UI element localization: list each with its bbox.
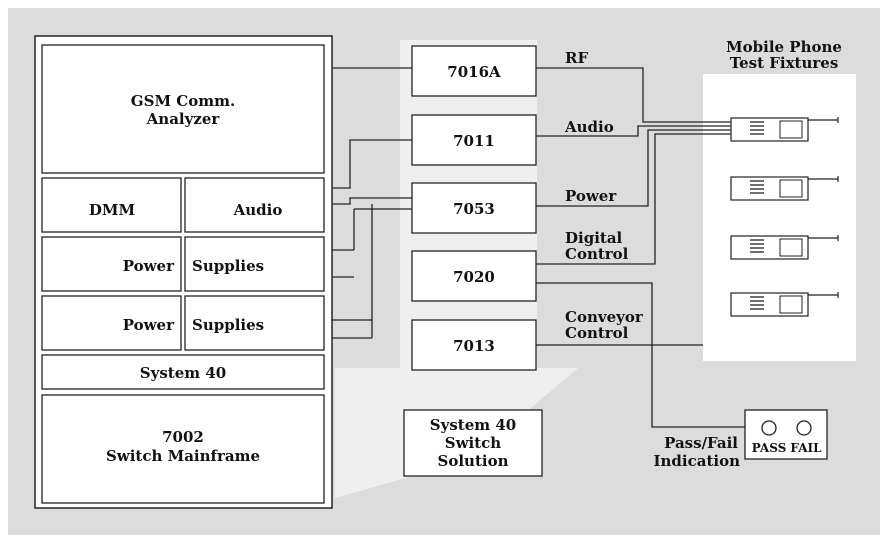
supplies-label-2: Supplies [192, 316, 264, 334]
card-7011-label: 7011 [453, 132, 495, 150]
power-label-1: Power [123, 257, 175, 275]
signal-digital-label-2: Control [565, 245, 629, 263]
power-box-1 [41, 236, 182, 292]
signal-conveyor-label-1: Conveyor [565, 308, 644, 326]
pass-fail-indicator: PASS FAIL Pass/Fail Indication [654, 409, 828, 470]
phone-2 [730, 176, 839, 201]
card-7020-label: 7020 [453, 268, 495, 286]
card-7013-box [411, 319, 537, 371]
phone-body [730, 176, 809, 201]
solution-line2: Switch [445, 434, 502, 452]
fixtures-panel [703, 74, 856, 361]
pass-label: PASS [752, 441, 787, 455]
phone-screen [779, 295, 803, 314]
signal-audio-label: Audio [564, 118, 614, 136]
audio-box [184, 177, 325, 233]
phone-4 [730, 292, 839, 317]
supplies-label-1: Supplies [192, 257, 264, 275]
solution-line1: System 40 [430, 416, 516, 434]
keypad-icon [750, 121, 764, 135]
fail-lamp-icon [796, 420, 812, 436]
fixtures-title-line2: Test Fixtures [730, 54, 839, 72]
gsm-label-line1: GSM Comm. [131, 92, 235, 110]
fixture-wiring [536, 67, 762, 428]
card-7016a-box [411, 45, 537, 97]
signal-rf-label: RF [565, 49, 588, 67]
phone-screen [779, 120, 803, 139]
dmm-label: DMM [89, 201, 135, 219]
pass-fail-label-1: Pass/Fail [664, 434, 738, 452]
card-7013-label: 7013 [453, 337, 495, 355]
solution-line3: Solution [438, 452, 509, 470]
audio-label: Audio [233, 201, 283, 219]
phone-screen [779, 238, 803, 257]
switch-label-line2: Switch Mainframe [106, 447, 260, 465]
solution-box [403, 409, 543, 477]
wire-power-out [536, 129, 731, 207]
pass-fail-label-2: Indication [654, 452, 741, 470]
phone-1 [730, 117, 839, 142]
card-7053-label: 7053 [453, 200, 495, 218]
signal-digital-label-1: Digital [565, 229, 623, 247]
instrument-rack: GSM Comm. Analyzer DMM Audio Power Suppl… [34, 35, 333, 509]
indicator-box [744, 409, 828, 460]
phone-body [730, 235, 809, 260]
system40-box [41, 354, 325, 390]
card-7011-box [411, 114, 537, 166]
wire-pass-fail [536, 282, 762, 428]
wire-rf [536, 67, 731, 123]
fail-label: FAIL [790, 441, 822, 455]
signal-power-label: Power [565, 187, 617, 205]
wire-audio-7011 [332, 139, 412, 189]
gsm-label-line2: Analyzer [146, 110, 221, 128]
dmm-box [41, 177, 182, 233]
signal-conveyor-label-2: Control [565, 324, 629, 342]
switch-label-line1: 7002 [162, 428, 204, 446]
card-7020-box [411, 250, 537, 302]
signal-labels: RF Audio Power Digital Control Conveyor … [564, 49, 644, 342]
switch-cards: 7016A 7011 7053 7020 7013 [411, 45, 537, 371]
wire-audio-out [536, 125, 731, 137]
gsm-analyzer-box [41, 44, 325, 174]
keypad-icon [750, 180, 764, 194]
phone-screen [779, 179, 803, 198]
switch-mainframe-box [41, 394, 325, 504]
card-7053-box [411, 182, 537, 234]
phone-body [730, 117, 809, 142]
wire-audio-7053 [332, 197, 412, 205]
keypad-icon [750, 239, 764, 253]
power-box-2 [41, 295, 182, 351]
solution-box-group: System 40 Switch Solution [403, 409, 543, 477]
supplies-box-1 [184, 236, 325, 292]
wire-digital-control [536, 133, 731, 265]
rack-wiring [332, 67, 412, 339]
system40-label: System 40 [140, 364, 226, 382]
power-label-2: Power [123, 316, 175, 334]
pass-lamp-icon [761, 420, 777, 436]
fixtures-title-line1: Mobile Phone [726, 38, 842, 56]
keypad-icon [750, 296, 764, 310]
phone-body [730, 292, 809, 317]
supplies-box-2 [184, 295, 325, 351]
phone-3 [730, 235, 839, 260]
card-7016a-label: 7016A [447, 63, 501, 81]
